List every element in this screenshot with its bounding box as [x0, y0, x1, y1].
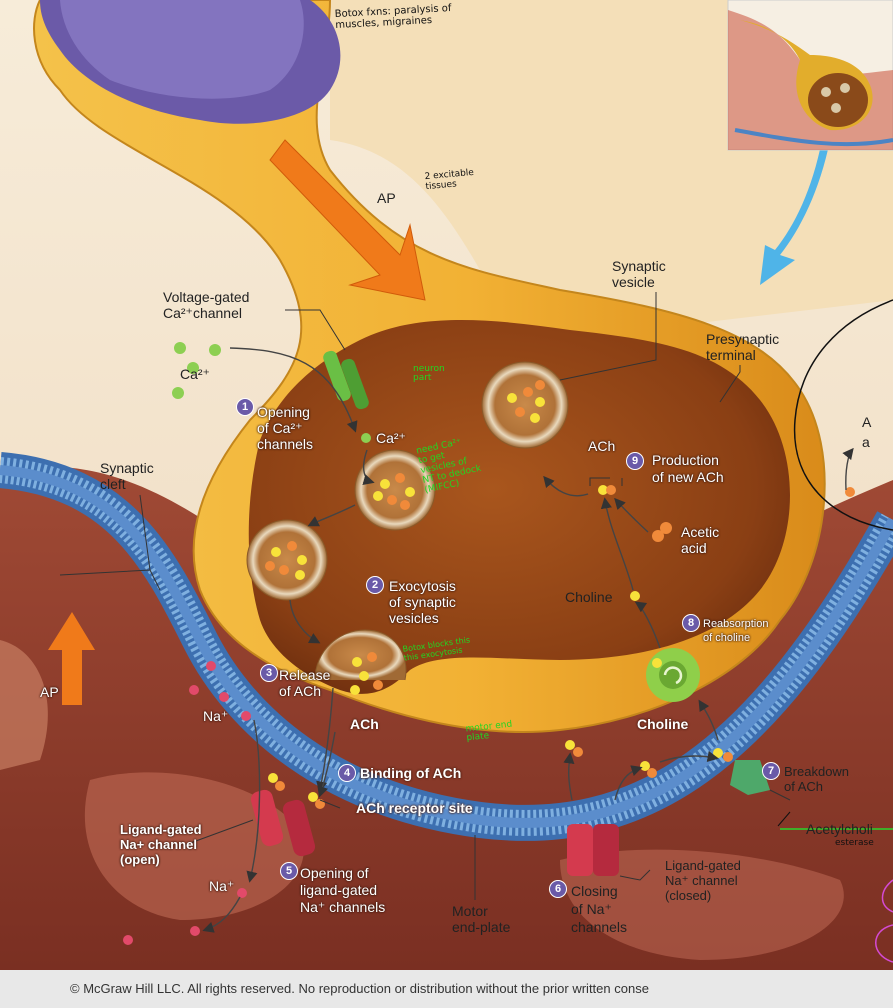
- step-6-marker: 6: [549, 880, 567, 898]
- calcium-ions: [172, 342, 371, 443]
- step-3-marker: 3: [260, 664, 278, 682]
- ap-label-left: AP: [40, 684, 59, 700]
- ca-label-inside: Ca²⁺: [376, 430, 406, 446]
- action-potential-arrow-left: [48, 612, 95, 705]
- synaptic-cleft-label: Synaptic cleft: [100, 460, 154, 492]
- neuromuscular-junction-illustration: [0, 0, 893, 970]
- acetylcholinesterase-label: Acetylcholi: [806, 821, 873, 837]
- step-4-label: Binding of ACh: [360, 765, 462, 781]
- acetic-acid-label: Acetic acid: [681, 524, 720, 556]
- step-1-label: Opening of Ca²⁺ channels: [257, 404, 314, 452]
- synaptic-vesicle-label: Synaptic vesicle: [612, 258, 666, 290]
- ligand-channel-open-label: Ligand-gated Na+ channel (open): [120, 822, 202, 867]
- sodium-ions: [123, 661, 251, 945]
- step-9-label: Production of new ACh: [652, 452, 724, 485]
- synaptic-vesicles: [246, 361, 569, 681]
- acetylcholinesterase-shape: [730, 760, 770, 795]
- leader-lines: [59, 292, 791, 900]
- na-label-2: Na⁺: [209, 878, 235, 894]
- postsynaptic-membrane: [0, 452, 893, 841]
- right-edge-label-a: A: [862, 414, 872, 430]
- copyright-footer: © McGraw Hill LLC. All rights reserved. …: [0, 970, 893, 1008]
- inset-thumbnail: [727, 0, 893, 151]
- step-1-marker: 1: [236, 398, 254, 416]
- handwritten-excitable-note: 2 excitable tissues: [424, 167, 475, 193]
- step-2-label: Exocytosis of synaptic vesicles: [389, 578, 456, 626]
- step-6-label: Closing of Na⁺ channels: [571, 883, 628, 935]
- step-4-marker: 4: [338, 764, 356, 782]
- pathway-arrows: [202, 347, 854, 933]
- ca-label-left: Ca²⁺: [180, 366, 210, 382]
- choline-transporter-shape: [646, 648, 700, 702]
- ligand-channel-closed-label: Ligand-gated Na⁺ channel (closed): [665, 858, 741, 903]
- ach-label-top: ACh: [588, 438, 616, 454]
- choline-bottom-label: Choline: [637, 716, 689, 732]
- ap-label-top: AP: [377, 190, 396, 206]
- step-5-label: Opening of ligand-gated Na⁺ channels: [300, 865, 386, 915]
- step-5-marker: 5: [280, 862, 298, 880]
- ach-release-label: ACh: [350, 716, 379, 732]
- presynaptic-terminal-label: Presynaptic terminal: [706, 331, 780, 363]
- ligand-gated-channel-closed-shape: [567, 824, 619, 876]
- voltage-gated-channel-label: Voltage-gated Ca²⁺channel: [163, 289, 250, 321]
- hand-drawn-circle: [793, 299, 893, 531]
- step-8-label: Reabsorption of choline: [703, 618, 769, 644]
- zoom-arrow-icon: [760, 140, 830, 285]
- voltage-gated-channel-shape: [323, 350, 369, 410]
- motor-end-plate-label: Motor end-plate: [452, 903, 511, 935]
- handwritten-neuron-part-note: neuron part: [413, 364, 445, 383]
- step-3-label: Release of ACh: [279, 667, 331, 699]
- right-edge-label-b: a: [862, 434, 870, 450]
- handwritten-esterase-note: esterase: [835, 838, 874, 848]
- choline-inner-label: Choline: [565, 589, 613, 605]
- step-2-marker: 2: [366, 576, 384, 594]
- action-potential-arrow-top: [269, 139, 426, 301]
- ach-molecules: [265, 380, 855, 809]
- ach-receptor-site-label: ACh receptor site: [356, 800, 473, 816]
- terminal-cytoplasm: [248, 320, 790, 694]
- step-9-marker: 9: [626, 452, 644, 470]
- step-7-marker: 7: [762, 762, 780, 780]
- na-label-1: Na⁺: [203, 708, 229, 724]
- step-8-marker: 8: [682, 614, 700, 632]
- step-7-label: Breakdown of ACh: [784, 764, 850, 794]
